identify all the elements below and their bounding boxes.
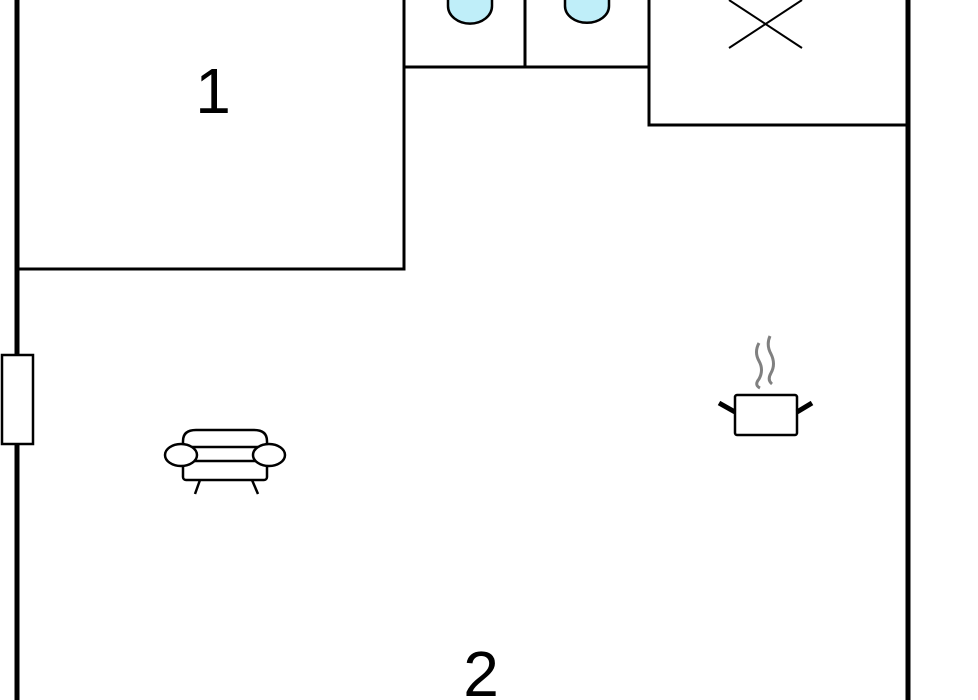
- toilet-icon: [563, 0, 611, 25]
- cooking-pot-icon: [717, 335, 814, 437]
- sofa-icon: [163, 428, 287, 495]
- toilet-icon: [446, 0, 494, 25]
- shower-icon: [728, 0, 803, 49]
- room-2-label: 2: [463, 638, 499, 700]
- outer-walls: [14, 0, 911, 700]
- room-1-walls: [15, 0, 406, 271]
- room-1-label: 1: [195, 55, 231, 127]
- door-icon: [0, 353, 35, 446]
- bathroom-walls: [402, 0, 910, 127]
